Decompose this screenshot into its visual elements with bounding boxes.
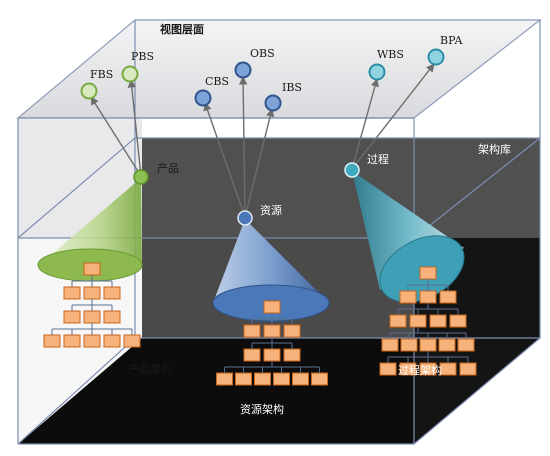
tree-box — [103, 286, 121, 300]
tree-box — [43, 334, 61, 348]
tree-box — [123, 334, 141, 348]
tree-box — [381, 338, 399, 352]
tree-box — [83, 262, 101, 276]
tree-box — [63, 334, 81, 348]
tree-box — [254, 372, 271, 386]
tree-box — [419, 266, 437, 280]
svg-text:产品: 产品 — [157, 161, 179, 175]
tree-box — [83, 334, 101, 348]
tree-box — [439, 362, 457, 376]
svg-text:FBS: FBS — [90, 68, 113, 81]
tree-box — [243, 324, 261, 338]
tree-box — [457, 338, 475, 352]
tree-box — [263, 348, 281, 362]
svg-text:BPA: BPA — [440, 34, 463, 47]
tree-box — [263, 300, 281, 314]
svg-text:OBS: OBS — [250, 47, 275, 60]
resource-architecture-label: 资源架构 — [240, 402, 284, 416]
view-arrows — [90, 63, 435, 218]
svg-text:WBS: WBS — [377, 48, 404, 61]
tree-box — [243, 348, 261, 362]
tree-box — [389, 314, 407, 328]
tree-box — [419, 290, 437, 304]
tree-box — [311, 372, 328, 386]
tree-box — [459, 362, 477, 376]
tree-box — [438, 338, 456, 352]
tree-box — [419, 338, 437, 352]
product-node: 产品 — [133, 161, 179, 185]
view-plane-title: 视图层面 — [160, 22, 204, 36]
tree-box — [409, 314, 427, 328]
tree-box — [63, 286, 81, 300]
tree-box — [235, 372, 252, 386]
bpa-view: BPA — [427, 34, 463, 66]
resource-tree — [216, 300, 328, 386]
tree-box — [83, 286, 101, 300]
svg-text:PBS: PBS — [131, 50, 154, 63]
product-tree — [43, 262, 141, 348]
cbs-view: CBS — [194, 75, 229, 107]
resource-node: 资源 — [237, 203, 282, 226]
tree-box — [399, 290, 417, 304]
svg-text:资源: 资源 — [260, 203, 282, 217]
product-architecture-label: 产品架构 — [128, 362, 172, 376]
tree-box — [263, 324, 281, 338]
obs-view: OBS — [234, 47, 275, 79]
svg-text:CBS: CBS — [205, 75, 229, 88]
fbs-view: FBS — [80, 68, 113, 100]
process-tree — [379, 266, 477, 376]
tree-box — [283, 348, 301, 362]
svg-text:IBS: IBS — [282, 81, 302, 94]
tree-box — [283, 324, 301, 338]
tree-box — [400, 338, 418, 352]
tree-box — [103, 334, 121, 348]
tree-box — [83, 310, 101, 324]
tree-box — [63, 310, 81, 324]
process-node: 过程 — [344, 153, 389, 178]
process-architecture-label: 过程架构 — [398, 363, 442, 377]
tree-box — [379, 362, 397, 376]
library-label: 架构库 — [478, 142, 511, 156]
svg-text:过程: 过程 — [367, 153, 389, 166]
tree-box — [216, 372, 233, 386]
pbs-view: PBS — [121, 50, 154, 83]
tree-box — [103, 310, 121, 324]
tree-box — [273, 372, 290, 386]
tree-box — [449, 314, 467, 328]
tree-box — [292, 372, 309, 386]
tree-box — [439, 290, 457, 304]
wbs-view: WBS — [368, 48, 404, 81]
ibs-view: IBS — [264, 81, 302, 112]
tree-box — [429, 314, 447, 328]
